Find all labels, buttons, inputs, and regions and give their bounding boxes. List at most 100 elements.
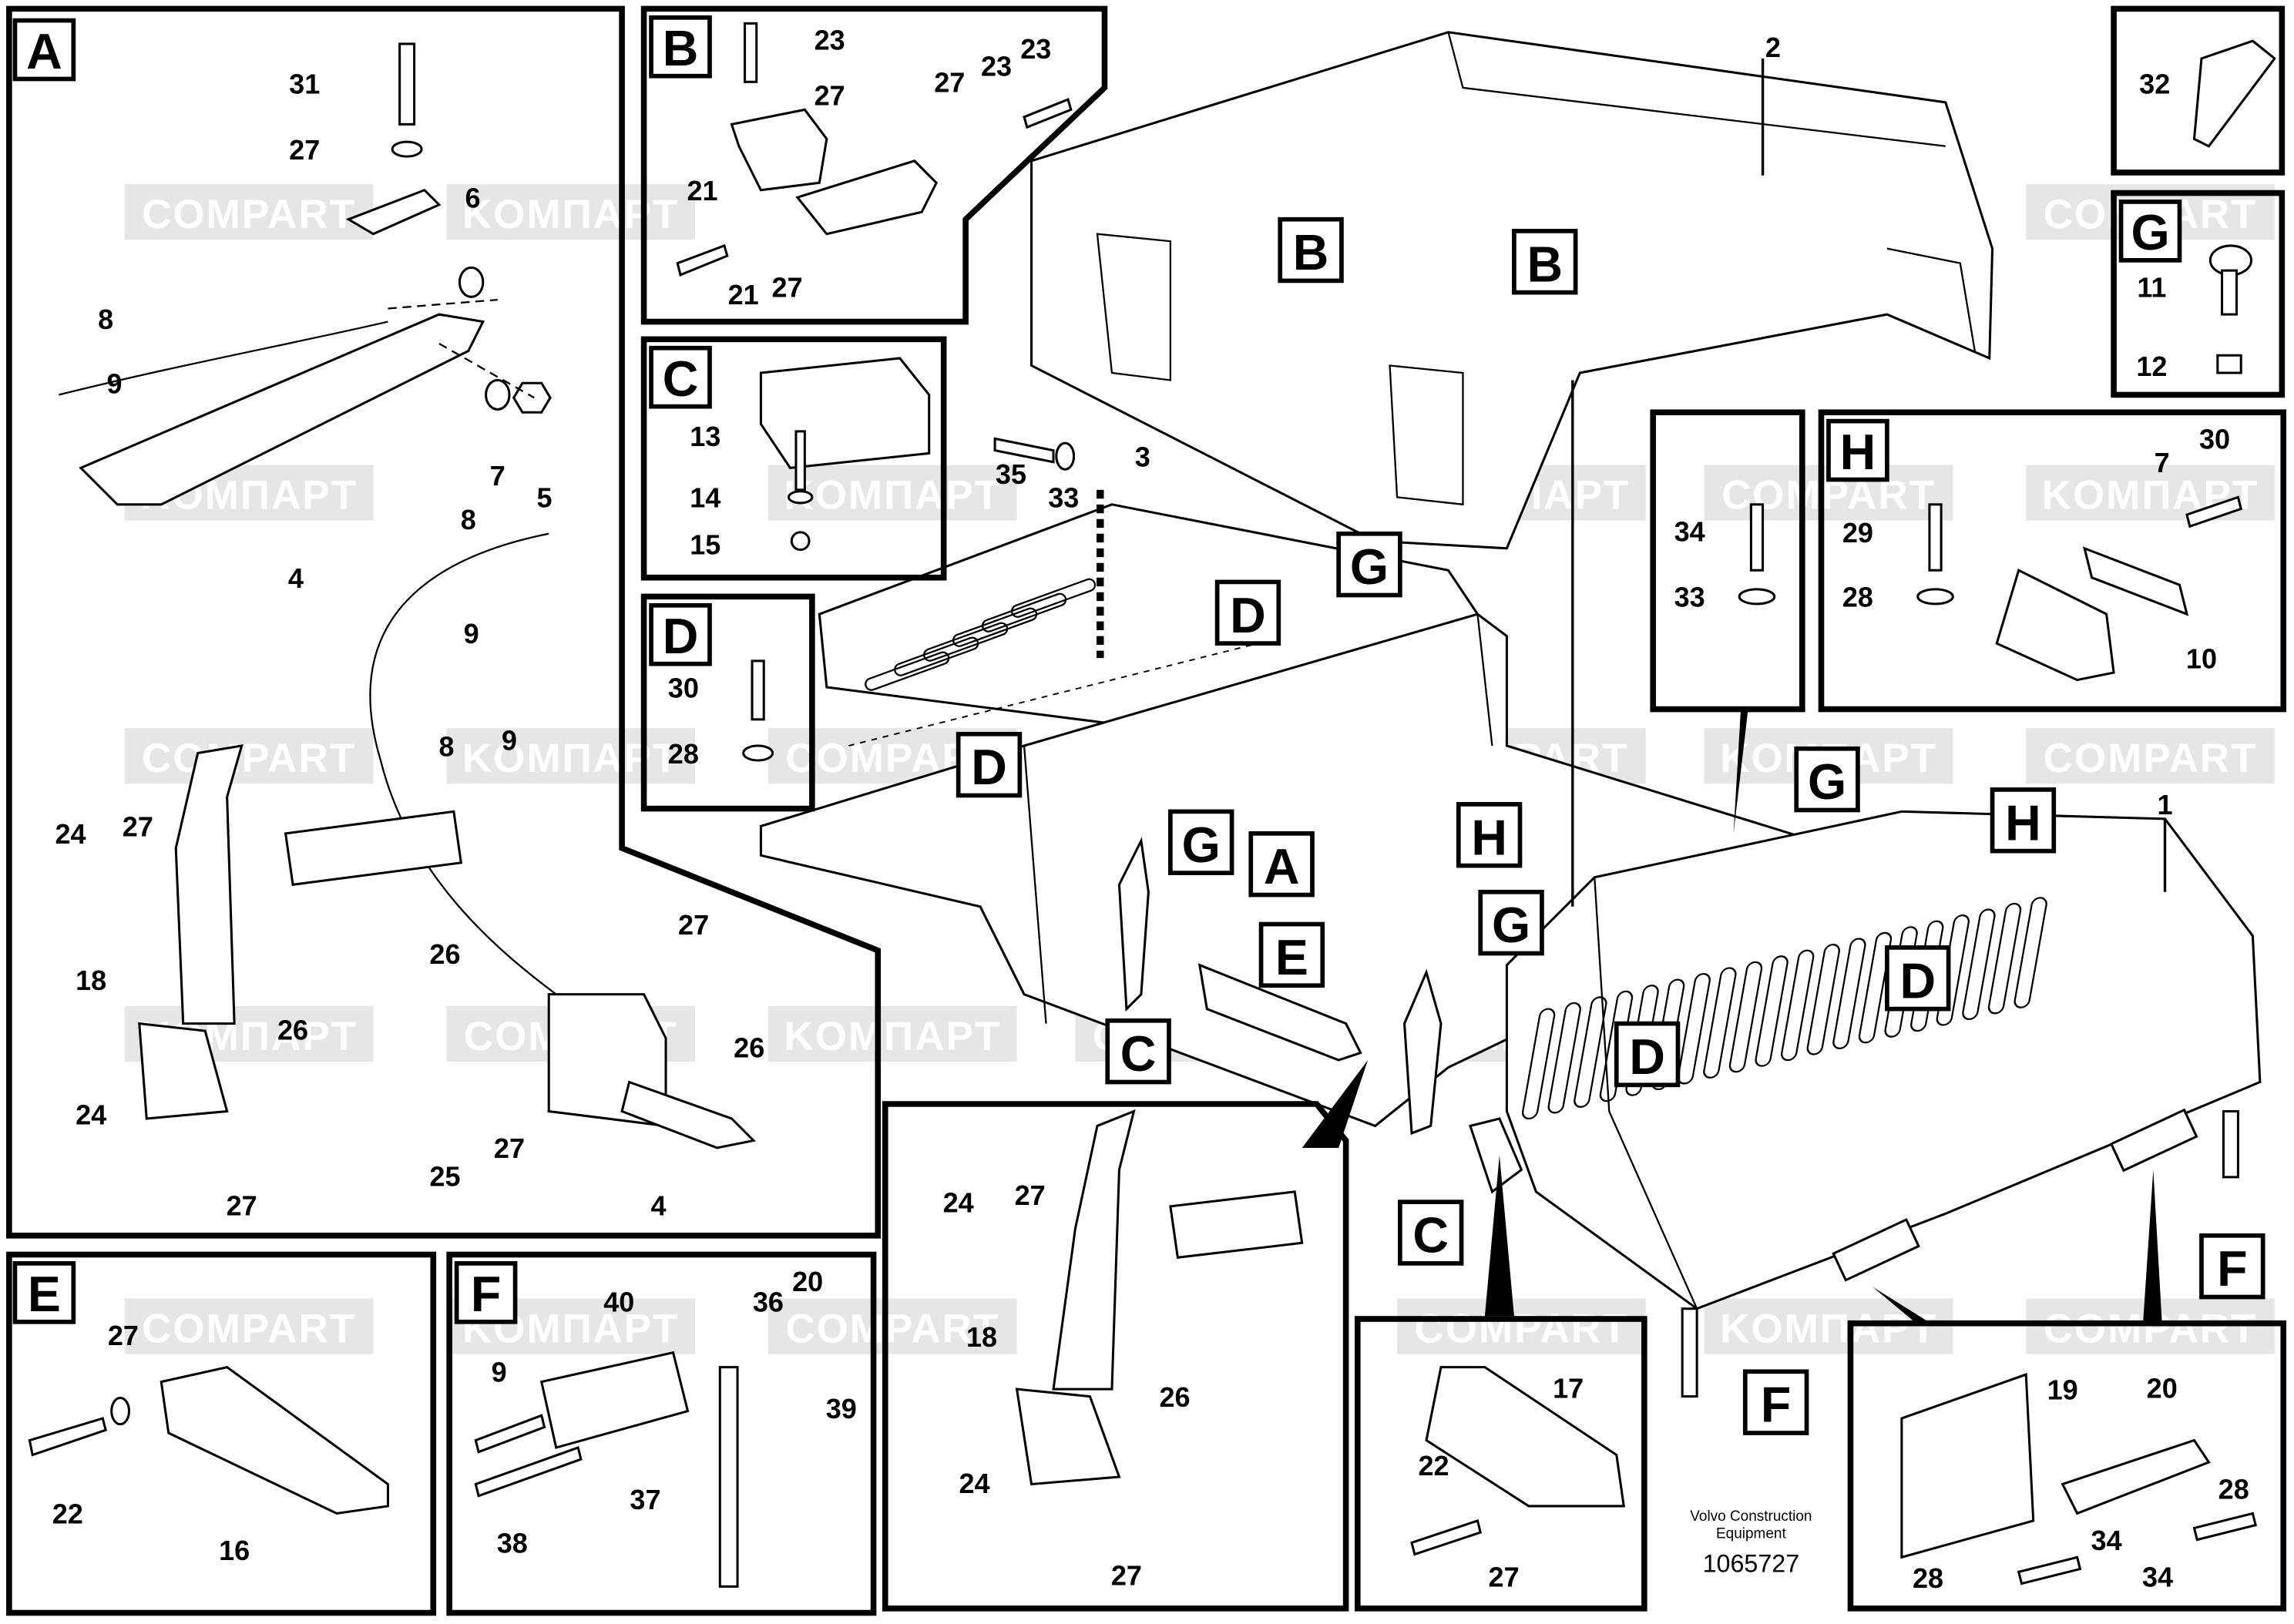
callout-27: 27 (814, 80, 845, 112)
top-cover-brackets (1096, 233, 1464, 506)
ref-letter-A[interactable]: A (12, 18, 76, 82)
ref-letter-D[interactable]: D (649, 602, 712, 666)
callout-21: 21 (687, 175, 717, 206)
bolt (2192, 1512, 2258, 1542)
ref-letter-D[interactable]: D (956, 731, 1023, 798)
ref-letter-D[interactable]: D (1614, 1021, 1681, 1088)
callout-27: 27 (123, 811, 153, 843)
ref-letter-F[interactable]: F (454, 1261, 518, 1324)
callout-24: 24 (76, 1099, 106, 1131)
leader-lines (1571, 58, 2167, 907)
callout-26: 26 (1160, 1381, 1191, 1413)
hinge-bracket (345, 188, 442, 236)
ref-letter-E[interactable]: E (1258, 921, 1325, 988)
cable (369, 532, 557, 995)
ref-letter-G[interactable]: G (2118, 200, 2182, 263)
ref-letter-G[interactable]: G (1168, 809, 1234, 875)
callout-38: 38 (497, 1528, 528, 1559)
svg-text:A: A (26, 24, 62, 79)
bolt (751, 659, 765, 721)
bolt (398, 42, 416, 126)
svg-text:B: B (1527, 237, 1563, 292)
svg-text:G: G (1808, 754, 1846, 810)
ref-letter-H[interactable]: H (1456, 802, 1523, 868)
callout-27: 27 (1489, 1561, 1520, 1592)
lock-lever (620, 1080, 757, 1149)
rubber-block (759, 357, 931, 469)
callout-26: 26 (734, 1032, 764, 1063)
ref-letter-F[interactable]: F (2199, 1233, 2265, 1300)
ref-letter-G[interactable]: G (1478, 889, 1544, 956)
washer (1738, 588, 1776, 606)
nut (790, 531, 811, 552)
ref-letter-A[interactable]: A (1248, 831, 1315, 898)
svg-text:F: F (2217, 1241, 2247, 1297)
ref-letter-H[interactable]: H (1990, 787, 2057, 854)
ref-letter-G[interactable]: G (1794, 746, 1860, 813)
washer (458, 266, 485, 298)
ref-letter-F[interactable]: F (1742, 1369, 1809, 1435)
detail-frame-C (640, 336, 947, 581)
callout-8: 8 (98, 304, 113, 335)
ref-letter-H[interactable]: H (1826, 418, 1889, 482)
pad-40 (539, 1351, 690, 1449)
callout-8: 8 (438, 730, 454, 762)
callout-20: 20 (792, 1266, 823, 1297)
vent-slot (1703, 967, 1737, 1079)
latch-plate (1169, 1190, 1304, 1259)
ref-letter-E[interactable]: E (12, 1261, 76, 1324)
bolt (1023, 98, 1073, 129)
watermark-text: COMPART (785, 1306, 999, 1351)
watermark-band (1397, 1298, 1646, 1354)
watermark-band (767, 1005, 1017, 1062)
ref-letter-B[interactable]: B (649, 15, 712, 79)
vent-slot (1755, 955, 1789, 1067)
bolt (1928, 503, 1943, 572)
link-37 (718, 1366, 739, 1588)
bolt (28, 1417, 107, 1457)
callout-26: 26 (429, 938, 460, 970)
callout-34: 34 (2091, 1525, 2122, 1556)
washer (485, 378, 511, 411)
watermark-text: KOMПAPT (784, 473, 1001, 518)
detail-frames (6, 5, 2287, 1616)
explode-line (388, 298, 535, 399)
detail-frame-hinge (1847, 1320, 2287, 1612)
ref-letter-D[interactable]: D (1885, 945, 1951, 1012)
ref-letter-B[interactable]: B (1512, 229, 1578, 295)
bolt (2185, 495, 2243, 528)
hinge (2109, 1108, 2198, 1173)
detail-frame-handle (1355, 1316, 1647, 1612)
callout-12: 12 (2136, 351, 2167, 382)
frame-uprights (1023, 614, 1493, 1024)
strut (1681, 1307, 1698, 1398)
detail-frame-34-33 (1650, 409, 1805, 713)
washer (391, 140, 423, 158)
detail-frame-B (640, 5, 1108, 325)
washer (110, 1396, 131, 1426)
latch-plate (284, 810, 463, 886)
ref-letter-C[interactable]: C (649, 345, 712, 409)
ref-letter-C[interactable]: C (1398, 1200, 1464, 1266)
ref-letter-G[interactable]: G (1336, 531, 1402, 598)
ref-letter-C[interactable]: C (1105, 1018, 1171, 1085)
vent-slot (1987, 902, 2022, 1015)
hinge-10 (1995, 569, 2115, 682)
svg-text:C: C (663, 351, 699, 407)
watermark-band (124, 1298, 374, 1354)
svg-text:B: B (663, 21, 699, 76)
latch (1117, 837, 1150, 1012)
bolt (2017, 1555, 2082, 1585)
svg-text:C: C (1412, 1208, 1449, 1263)
callout-14: 14 (690, 482, 720, 514)
latch (174, 744, 244, 1025)
drawing-number: 1065727 (1703, 1549, 1800, 1577)
callout-5: 5 (536, 482, 552, 514)
callout-23: 23 (814, 25, 845, 56)
detail-frame-E (6, 1251, 437, 1616)
watermark-band (446, 184, 696, 240)
ref-letter-B[interactable]: B (1278, 216, 1344, 284)
callout-22: 22 (52, 1498, 83, 1530)
handle (1469, 1117, 1523, 1194)
ref-letter-D[interactable]: D (1214, 579, 1281, 646)
